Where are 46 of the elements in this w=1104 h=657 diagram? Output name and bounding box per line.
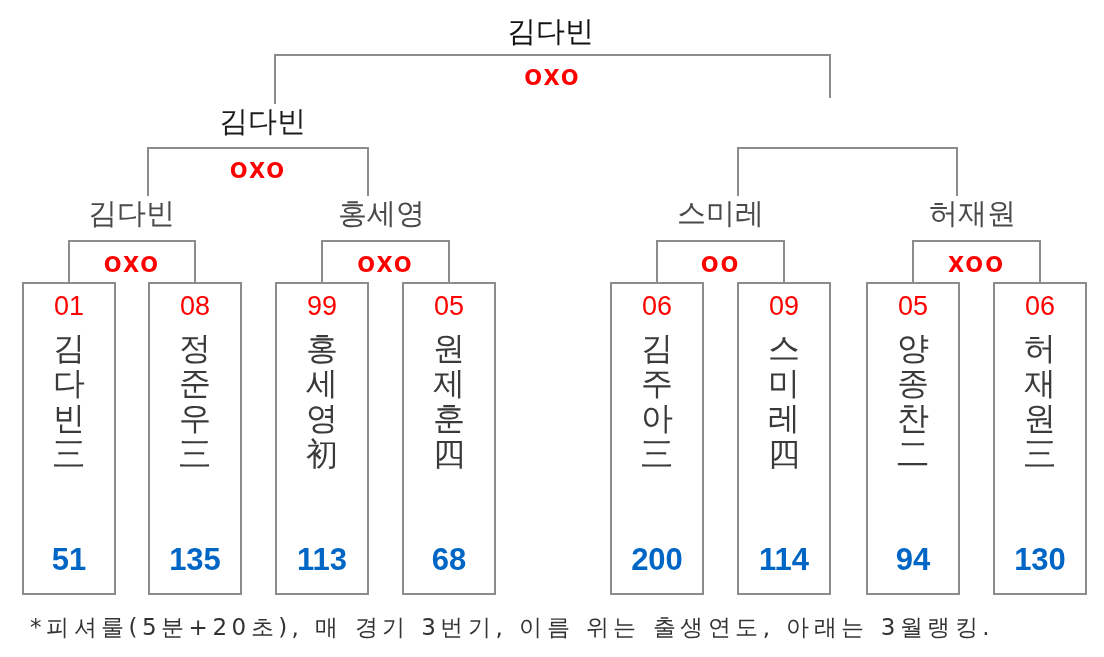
player-name: 김주아三 [641, 331, 673, 472]
player-name: 홍세영初 [306, 331, 338, 472]
player-name: 정준우三 [179, 331, 211, 472]
birth-year: 08 [180, 291, 210, 321]
player-card [22, 282, 116, 595]
birth-year: 05 [434, 291, 464, 321]
footnote: *피셔룰(5분+20초), 매 경기 3번기, 이름 위는 출생연도, 아래는 3월랭킹. [30, 613, 995, 642]
ranking-number: 200 [631, 542, 683, 578]
ranking-number: 114 [759, 542, 809, 578]
ranking-number: 130 [1014, 542, 1066, 578]
ranking-number: 94 [895, 542, 931, 578]
bracket-line [737, 147, 958, 197]
player-card [275, 282, 369, 595]
winner-name: 김다빈 [506, 14, 594, 48]
bracket-line [912, 240, 1041, 283]
player-card [993, 282, 1087, 595]
player-card [148, 282, 242, 595]
bracket-line [656, 240, 785, 283]
winner-name: 김다빈 [218, 104, 306, 138]
winner-name: 김다빈 [87, 196, 175, 230]
birth-year: 09 [769, 291, 799, 321]
winner-name: 허재원 [928, 196, 1016, 230]
player-name: 김다빈三 [53, 331, 85, 472]
player-card [737, 282, 831, 595]
bracket-line [274, 54, 831, 105]
ranking-number: 68 [431, 542, 467, 578]
player-card [610, 282, 704, 595]
birth-year: 01 [54, 291, 84, 321]
player-name: 원제훈四 [433, 331, 465, 472]
ranking-number: 135 [169, 542, 221, 578]
player-name: 허재원三 [1024, 331, 1056, 472]
bracket-line [68, 240, 196, 283]
player-card [402, 282, 496, 595]
birth-year: 05 [898, 291, 928, 321]
ranking-number: 113 [297, 542, 347, 578]
player-name: 양종찬二 [897, 331, 929, 472]
ranking-number: 51 [51, 542, 87, 578]
player-name: 스미레四 [768, 331, 800, 472]
winner-name: 홍세영 [337, 196, 425, 230]
bracket-line [147, 147, 369, 197]
bracket-line [321, 240, 450, 283]
player-card [866, 282, 960, 595]
birth-year: 99 [307, 291, 337, 321]
winner-name: 스미레 [676, 196, 764, 230]
birth-year: 06 [642, 291, 672, 321]
birth-year: 06 [1025, 291, 1055, 321]
